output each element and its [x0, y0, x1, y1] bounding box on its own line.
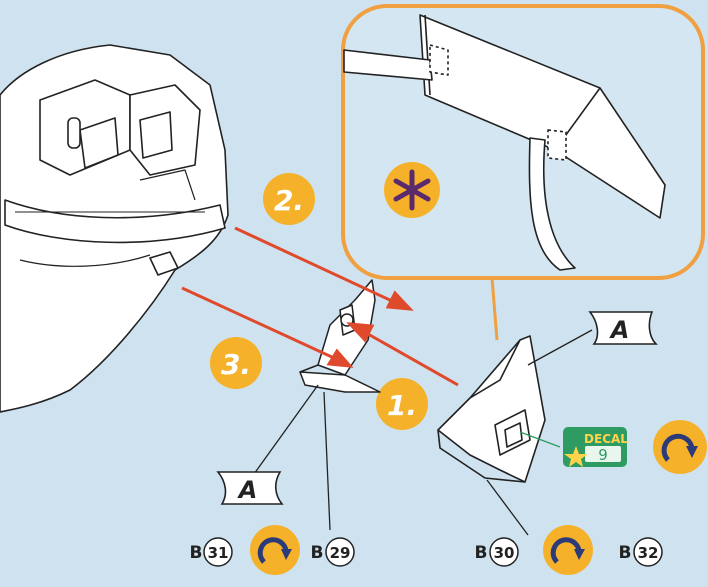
rotate-arrow-icon [653, 420, 707, 474]
part-b31: B 31 [190, 538, 232, 566]
svg-text:31: 31 [208, 544, 229, 562]
step-badge-1: 1. [376, 378, 428, 430]
rotate-arrow-icon [250, 525, 300, 575]
svg-text:A: A [609, 316, 630, 344]
svg-text:9: 9 [598, 446, 608, 464]
svg-text:2.: 2. [274, 184, 304, 217]
svg-text:32: 32 [638, 544, 659, 562]
robot-figure [0, 45, 228, 412]
svg-text:29: 29 [330, 544, 351, 562]
detail-callout [343, 6, 703, 340]
svg-text:B: B [190, 543, 203, 563]
part-b30: B 30 [475, 538, 518, 566]
svg-text:1.: 1. [387, 389, 417, 422]
housing-part-b30 [438, 336, 545, 482]
svg-text:30: 30 [494, 544, 515, 562]
svg-text:A: A [237, 476, 258, 504]
rotate-arrow-icon [543, 525, 593, 575]
svg-text:B: B [619, 543, 632, 563]
label-flag-a-bottom: A [218, 385, 318, 504]
part-b29: B 29 [311, 538, 354, 566]
step-badge-2: 2. [263, 173, 315, 225]
decal-badge: DECAL 9 [563, 427, 628, 467]
svg-text:B: B [311, 543, 324, 563]
svg-text:3.: 3. [221, 348, 251, 381]
step-badge-3: 3. [210, 337, 262, 389]
part-b32: B 32 [619, 538, 662, 566]
label-flag-a-top: A [528, 312, 656, 365]
svg-text:B: B [475, 543, 488, 563]
svg-text:DECAL: DECAL [584, 432, 628, 446]
